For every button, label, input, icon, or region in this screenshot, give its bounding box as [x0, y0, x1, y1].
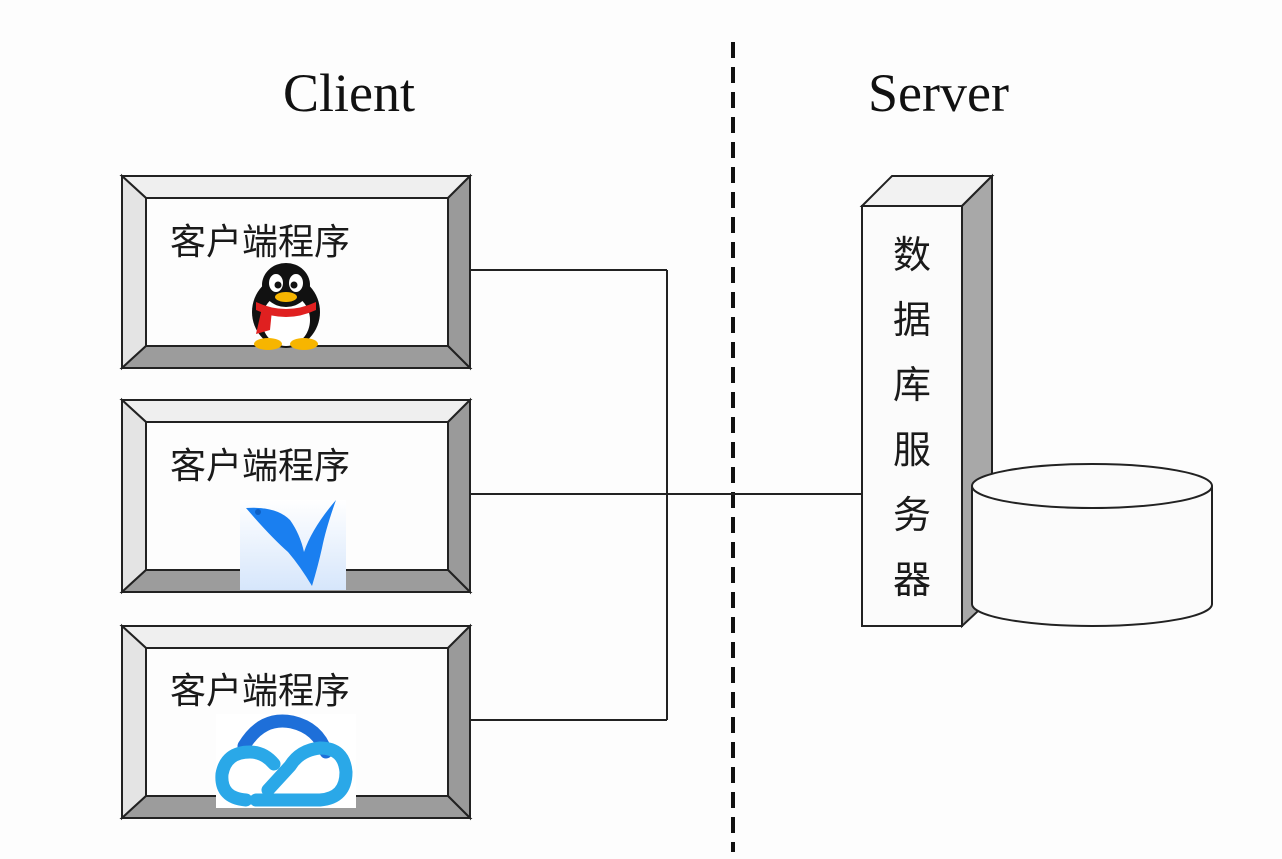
client-label-1: 客户端程序	[170, 222, 350, 263]
client-box-1: 客户端程序	[119, 173, 473, 371]
client-box-3: 客户端程序	[119, 623, 473, 821]
tencent-cloud-icon	[215, 714, 356, 808]
client-box-2: 客户端程序	[119, 397, 473, 595]
server-label-char-1: 数	[893, 233, 931, 277]
server-label-char-6: 器	[893, 558, 931, 602]
client-label-3: 客户端程序	[170, 671, 350, 712]
xunlei-bird-icon	[240, 500, 346, 590]
connector-lines	[470, 269, 862, 721]
server-title: Server	[868, 63, 1009, 123]
database-cylinder-icon	[971, 463, 1213, 627]
server-label-char-4: 服	[893, 428, 931, 472]
server-label-char-3: 库	[893, 363, 931, 407]
qq-penguin-icon	[252, 263, 320, 350]
client-title: Client	[283, 63, 415, 123]
server-label-char-2: 据	[893, 298, 931, 342]
client-label-2: 客户端程序	[170, 446, 350, 487]
server-label-char-5: 务	[893, 493, 931, 537]
